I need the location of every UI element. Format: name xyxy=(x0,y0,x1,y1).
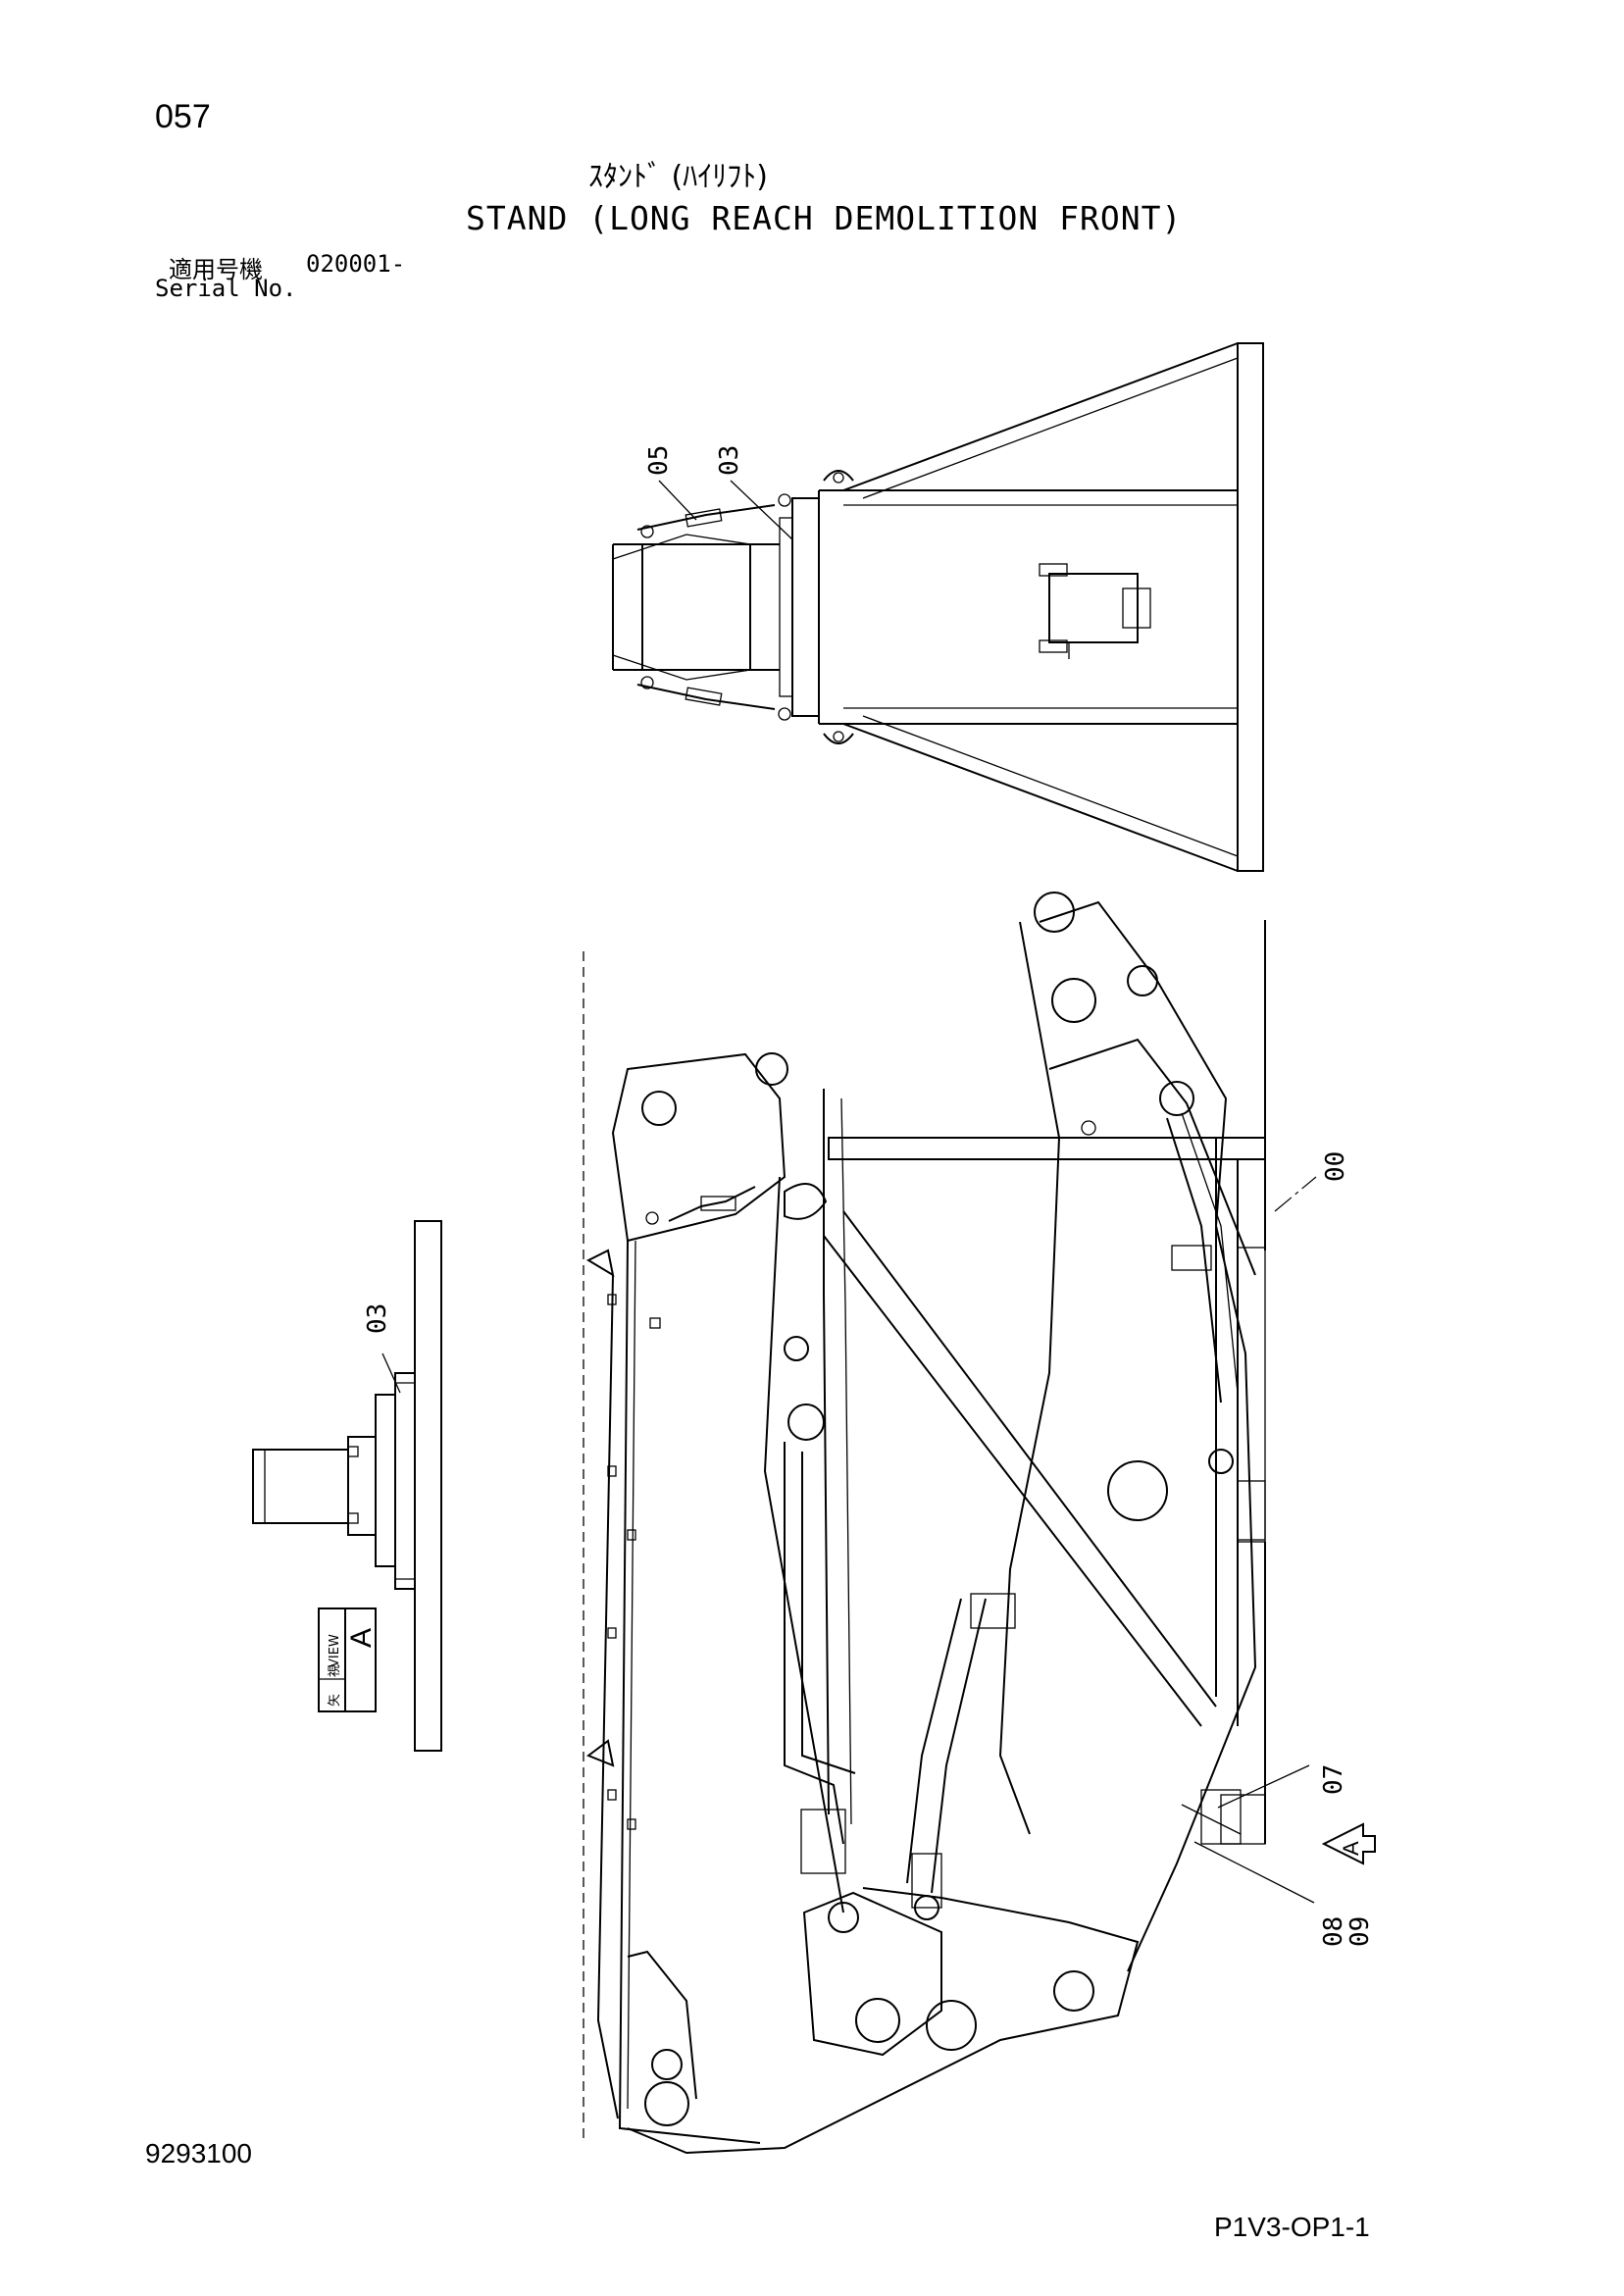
view-a-detail: 03 矢 視 VIEW A xyxy=(252,1220,442,1752)
document-number: 9293100 xyxy=(145,2138,253,2168)
callout-09: 09 xyxy=(1345,1916,1375,1947)
view-label-jp-1: 矢 xyxy=(328,1694,342,1707)
serial-label-english: Serial No. xyxy=(155,275,297,302)
sheet-code: P1V3-OP1-1 xyxy=(1214,2212,1370,2242)
title-english: STAND (LONG REACH DEMOLITION FRONT) xyxy=(466,199,1183,237)
serial-label-japanese: 適用号機 xyxy=(169,256,263,283)
view-label-letter: A xyxy=(345,1628,378,1648)
view-a-label-box: 矢 視 VIEW A xyxy=(318,1607,378,1712)
callout-07: 07 xyxy=(1319,1764,1348,1795)
callout-00: 00 xyxy=(1321,1151,1350,1182)
callout-08: 08 xyxy=(1319,1916,1348,1947)
view-label-en: VIEW xyxy=(328,1634,342,1667)
page-number: 057 xyxy=(155,98,211,135)
view-a-arrow: A xyxy=(1321,1822,1376,1865)
callout-03-view: 03 xyxy=(363,1303,392,1334)
serial-value: 020001- xyxy=(306,250,406,278)
callout-03-top: 03 xyxy=(715,445,744,476)
front-attachment-side-view: 00 07 08 09 A xyxy=(583,892,1376,2155)
title-japanese: ｽﾀﾝﾄﾞ (ﾊｲﾘﾌﾄ) xyxy=(588,160,768,194)
view-arrow-letter: A xyxy=(1339,1841,1363,1856)
stand-top-view: 05 03 xyxy=(612,342,1264,872)
callout-05-top: 05 xyxy=(644,445,674,476)
view-label-jp-2: 視 xyxy=(328,1664,342,1677)
